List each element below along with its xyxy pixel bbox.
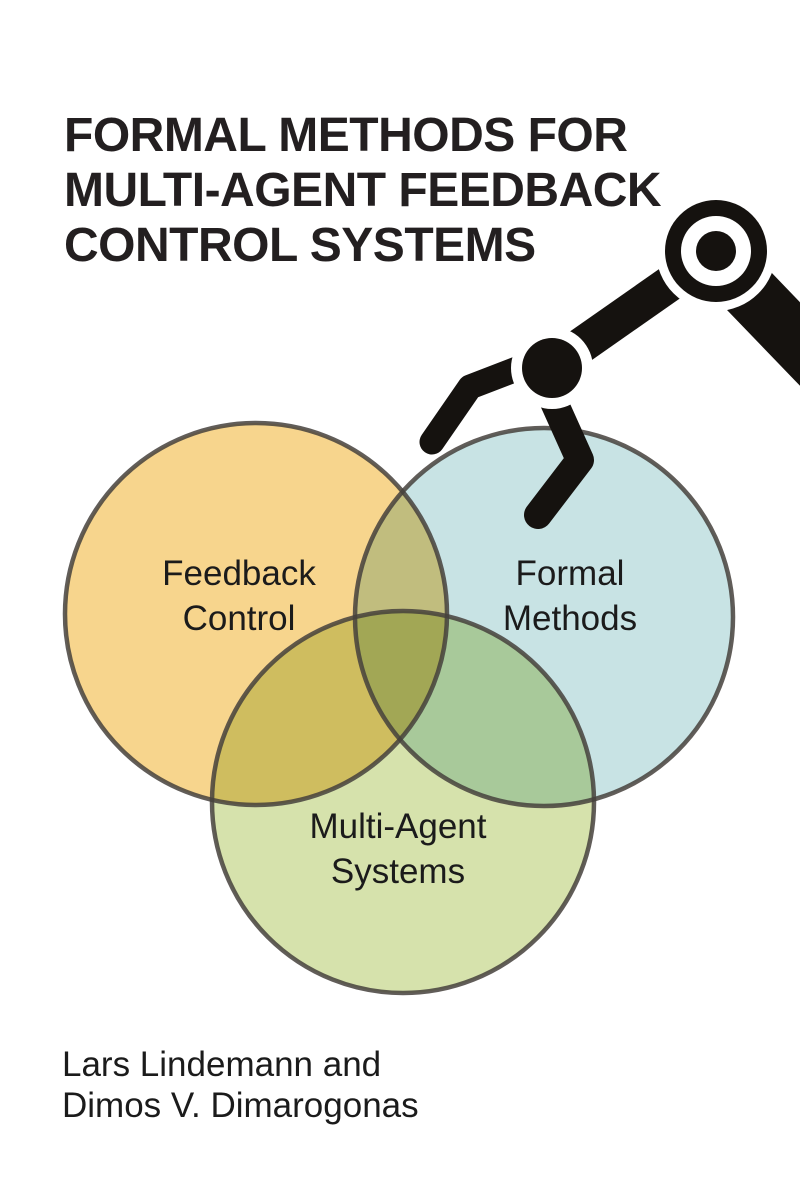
book-authors-line-2: Dimos V. Dimarogonas: [62, 1086, 419, 1125]
robot-shoulder-hub: [696, 231, 736, 271]
book-title-line-2: MULTI-AGENT FEEDBACK: [64, 164, 662, 218]
book-authors: Lars Lindemann and Dimos V. Dimarogonas: [62, 1044, 419, 1126]
venn-outline-multi-agent-systems: [209, 608, 597, 996]
venn-label-feedback-control: Feedback Control: [79, 551, 399, 641]
robot-arm-icon: [419, 191, 800, 529]
venn-circle-multi-agent-systems: [212, 611, 594, 993]
venn-diagram: [62, 420, 736, 996]
robot-wrist-joint-icon: [522, 338, 582, 398]
venn-label-multi-agent-systems-line-1: Multi-Agent: [309, 807, 487, 846]
venn-label-formal-methods: Formal Methods: [410, 551, 730, 641]
robot-upper-arm-segment: [727, 269, 800, 386]
venn-outlines: [62, 420, 736, 996]
venn-label-multi-agent-systems-line-2: Systems: [330, 852, 466, 891]
venn-label-feedback-control-line-2: Control: [182, 599, 296, 638]
venn-label-feedback-control-line-1: Feedback: [162, 554, 316, 593]
venn-label-multi-agent-systems: Multi-Agent Systems: [238, 804, 558, 894]
book-title-line-3: CONTROL SYSTEMS: [64, 219, 536, 273]
venn-label-formal-methods-line-2: Methods: [502, 599, 638, 638]
book-authors-line-1: Lars Lindemann and: [62, 1045, 382, 1084]
book-title-line-1: FORMAL METHODS FOR: [64, 109, 628, 163]
venn-label-formal-methods-line-1: Formal: [515, 554, 625, 593]
robot-gripper-finger-lower-icon: [524, 386, 594, 529]
book-title: FORMAL METHODS FOR MULTI-AGENT FEEDBACK …: [64, 108, 662, 273]
